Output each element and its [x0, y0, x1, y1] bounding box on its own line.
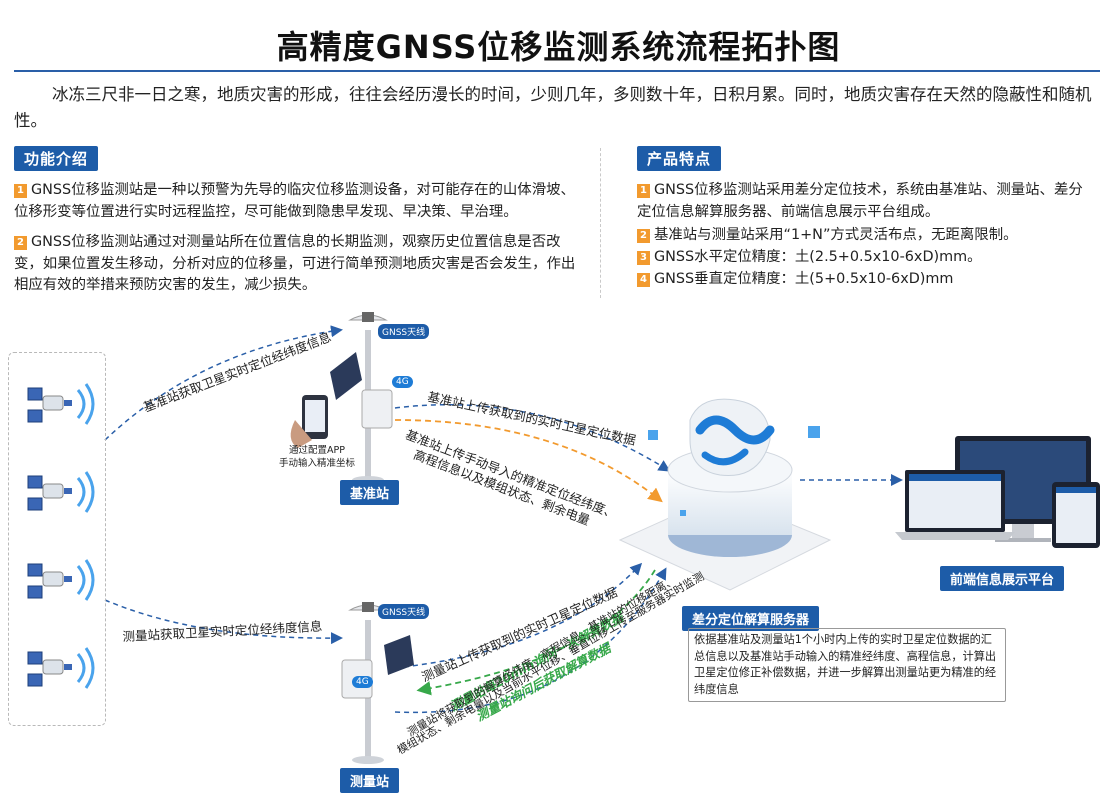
- badge-4g: 4G: [392, 376, 413, 388]
- features-item-2: 2 基准站与测量站采用“1+N”方式灵活布点，无距离限制。: [637, 225, 1092, 247]
- arrow-base-upload: [394, 403, 671, 472]
- satellite-icon: [27, 383, 95, 425]
- column-divider: [600, 148, 601, 298]
- features-item-3: 3 GNSS水平定位精度：土(2.5+0.5x10-6xD)mm。: [637, 247, 1092, 269]
- features-item-text: GNSS位移监测站采用差分定位技术，系统由基准站、测量站、差分定位信息解算服务器…: [637, 182, 1083, 220]
- phone-note: 通过配置APP 手动输入精准坐标: [262, 444, 372, 470]
- features-heading: 产品特点: [637, 146, 722, 171]
- functions-heading: 功能介绍: [14, 146, 99, 171]
- features-item-4: 4 GNSS垂直定位精度：土(5+0.5x10-6xD)mm: [637, 269, 1092, 291]
- satellite-icon: [27, 471, 95, 513]
- platform-label: 前端信息展示平台: [940, 566, 1065, 591]
- badge-4g: 4G: [352, 676, 373, 688]
- arrow-measure-upload: [394, 562, 643, 669]
- server-illustration: [618, 398, 832, 591]
- number-badge: 2: [637, 229, 650, 243]
- title-divider: [14, 70, 1100, 72]
- server-note: 依据基准站及测量站1个小时内上传的实时卫星定位数据的汇总信息以及基准站手动输入的…: [688, 628, 1006, 702]
- antenna-badge: GNSS天线: [378, 324, 430, 339]
- number-badge: 2: [14, 236, 27, 250]
- phone-note-line: 手动输入精准坐标: [278, 458, 355, 469]
- page-title: 高精度GNSS位移监测系统流程拓扑图: [276, 28, 841, 66]
- number-badge: 1: [637, 184, 650, 198]
- measure-station-label: 测量站: [340, 768, 400, 793]
- arrow-sat-to-base: [104, 325, 343, 441]
- functions-item-text: GNSS位移监测站通过对测量站所在位置信息的长期监测，观察历史位置信息是否改变，…: [14, 234, 576, 293]
- satellite-icon: [27, 647, 95, 689]
- antenna-badge: GNSS天线: [378, 604, 430, 619]
- functions-item-text: GNSS位移监测站是一种以预警为先导的临灾位移监测设备，对可能存在的山体滑坡、位…: [14, 182, 575, 220]
- intro-paragraph: 冰冻三尺非一日之寒，地质灾害的形成，往往会经历漫长的时间，少则几年，多则数十年，…: [14, 85, 1092, 130]
- base-station-label: 基准站: [340, 480, 400, 505]
- phone-illustration: [290, 395, 328, 448]
- satellite-icon: [27, 559, 95, 601]
- platform-illustration: [895, 436, 1100, 548]
- arrow-base-upload-manual: [394, 419, 663, 503]
- features-item-text: GNSS垂直定位精度：土(5+0.5x10-6xD)mm: [654, 271, 954, 287]
- arrow-green-query: [416, 569, 656, 696]
- features-item-text: 基准站与测量站采用“1+N”方式灵活布点，无距离限制。: [654, 227, 1018, 243]
- server-label: 差分定位解算服务器: [682, 606, 820, 631]
- base-station-illustration: [330, 312, 393, 484]
- satellite-group-frame: [8, 352, 106, 726]
- arrow-sat-to-measure: [104, 599, 343, 645]
- features-item-text: GNSS水平定位精度：土(2.5+0.5x10-6xD)mm。: [654, 249, 982, 265]
- number-badge: 4: [637, 273, 650, 287]
- number-badge: 1: [14, 184, 27, 198]
- number-badge: 3: [637, 251, 650, 265]
- phone-note-line: 通过配置APP: [289, 445, 345, 456]
- arrow-measure-send: [394, 567, 667, 714]
